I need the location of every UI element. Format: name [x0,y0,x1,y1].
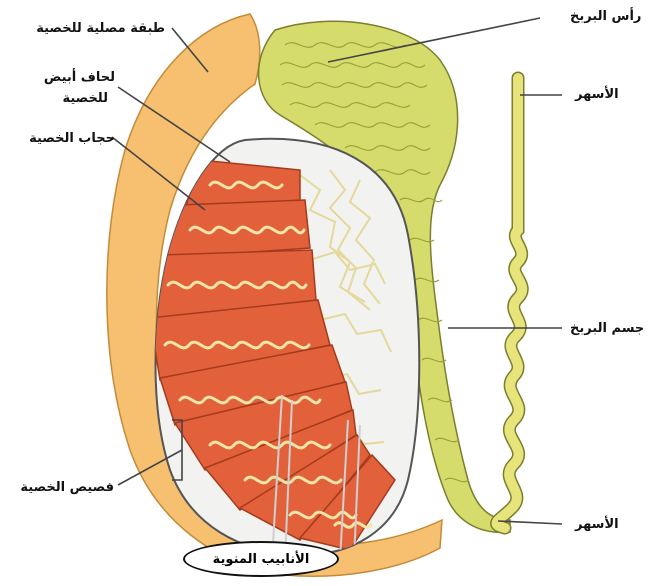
vas-deferens-bottom-label: الأسهر [575,516,619,533]
septum-label: حجاب الخصية [29,130,115,147]
body-epididymis-label: جسم البربخ [570,320,644,337]
tunica-vaginalis-label: طبقة مصلية للخصية [36,20,165,37]
head-epididymis-label: رأس البربخ [570,8,641,25]
seminiferous-tubules-callout: الأنابيب المنوية [183,541,339,577]
seminiferous-tubules-label: الأنابيب المنوية [213,552,310,567]
lobule-label: فصيص الخصية [20,479,114,496]
tunica-albuginea-label-line1: لحاف أبيض [44,69,115,86]
vas-deferens-top-label: الأسهر [575,86,619,103]
tunica-albuginea-label-line2: للخصية [62,90,108,107]
